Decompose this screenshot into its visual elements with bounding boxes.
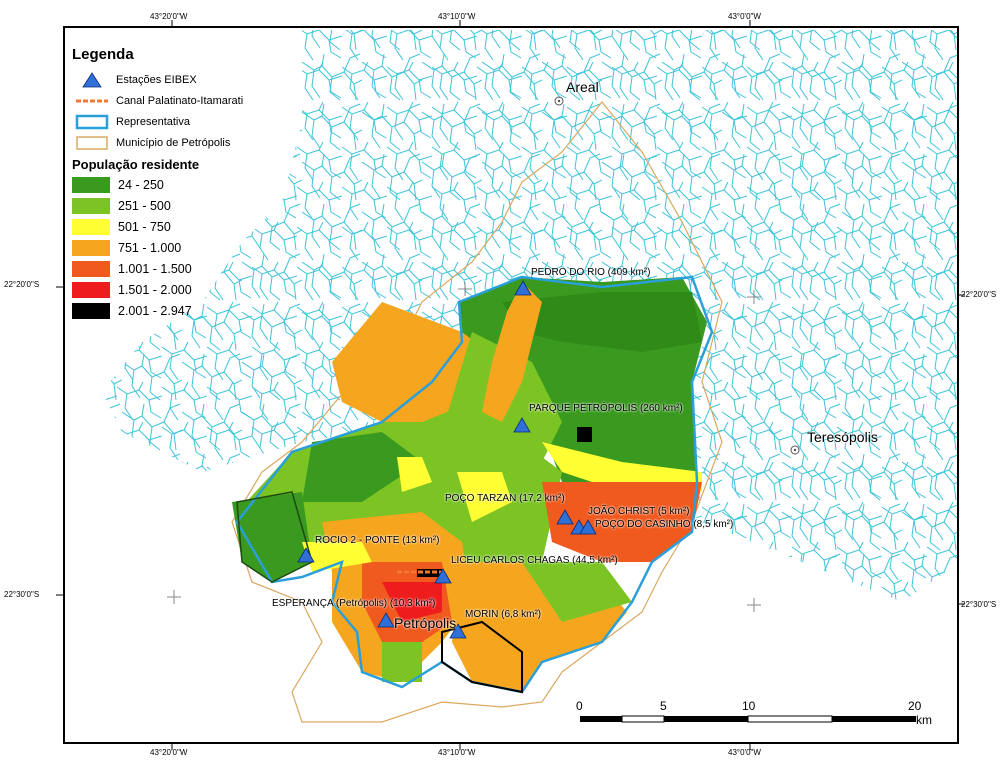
population-class-label: 1.001 - 1.500 [118, 261, 192, 276]
population-class-row: 1.001 - 1.500 [72, 258, 272, 279]
map-canvas[interactable] [65, 28, 959, 744]
coord-bottom-3: 43°0'0"W [728, 748, 761, 757]
city-teresopolis: Teresópolis [807, 429, 878, 445]
population-polygons [232, 277, 707, 692]
population-class-label: 1.501 - 2.000 [118, 282, 192, 297]
station-pedro-do-rio [514, 280, 532, 296]
legend-representativa: Representativa [72, 111, 272, 132]
population-class-label: 501 - 750 [118, 219, 171, 234]
population-class-label: 24 - 250 [118, 177, 164, 192]
scale-tick-10: 10 [742, 699, 756, 713]
label-esperanca: ESPERANÇA (Petrópolis) (10,3 km²) [272, 598, 436, 609]
population-swatch [72, 281, 110, 298]
coord-top-3: 43°0'0"W [728, 12, 761, 21]
population-swatch [72, 176, 110, 193]
coord-bottom-2: 43°10'0"W [438, 748, 476, 757]
label-joao-christ: JOÃO CHRIST (5 km²) [588, 506, 690, 517]
city-petropolis: Petrópolis [394, 615, 457, 631]
station-rocio [297, 547, 315, 563]
label-parque-petropolis: PARQUE PETRÓPOLIS (260 km²) [529, 403, 683, 414]
coord-left-1: 22°20'0"S [4, 280, 40, 289]
population-swatch [72, 302, 110, 319]
station-poco-do-casinho [579, 519, 597, 535]
label-rocio: ROCIO 2 - PONTE (13 km²) [315, 535, 440, 546]
representativa-box-icon [75, 114, 109, 129]
population-class-row: 1.501 - 2.000 [72, 279, 272, 300]
legend-stations: Estações EIBEX [72, 69, 272, 90]
map-frame[interactable]: PEDRO DO RIO (409 km²) PARQUE PETRÓPOLIS… [63, 26, 959, 744]
population-class-row: 24 - 250 [72, 174, 272, 195]
scalebar-graphic [580, 715, 916, 723]
graticule-crosses [167, 282, 761, 612]
canal-line-icon [76, 99, 108, 102]
scalebar: 0 5 10 20 km [576, 699, 932, 729]
legend-municipio: Município de Petrópolis [72, 132, 272, 153]
scale-tick-20: 20 [908, 699, 922, 713]
municipio-box-icon [76, 135, 108, 150]
population-class-row: 251 - 500 [72, 195, 272, 216]
label-morin: MORIN (6,8 km²) [465, 609, 542, 620]
population-swatch [72, 260, 110, 277]
population-class-row: 2.001 - 2.947 [72, 300, 272, 321]
station-liceu [434, 568, 452, 584]
population-class-label: 751 - 1.000 [118, 240, 182, 255]
legend-title: Legenda [72, 46, 134, 63]
station-parque-petropolis [513, 417, 531, 433]
coord-top-2: 43°10'0"W [438, 12, 476, 21]
station-poco-tarzan [556, 509, 574, 525]
population-class-label: 251 - 500 [118, 198, 171, 213]
label-pedro-do-rio: PEDRO DO RIO (409 km²) [531, 267, 651, 278]
population-title: População residente [72, 157, 200, 172]
coord-top-1: 43°20'0"W [150, 12, 188, 21]
label-poco-tarzan: POÇO TARZAN (17,2 km²) [445, 493, 565, 504]
population-swatch [72, 218, 110, 235]
station-esperanca [377, 612, 395, 628]
coord-left-2: 22°30'0"S [4, 590, 40, 599]
label-liceu: LICEU CARLOS CHAGAS (44,5 km²) [451, 555, 618, 566]
city-areal: Areal [566, 79, 599, 95]
population-class-row: 501 - 750 [72, 216, 272, 237]
population-class-row: 751 - 1.000 [72, 237, 272, 258]
legend: Legenda Estações EIBEX Canal Palatinato-… [72, 46, 272, 321]
scale-unit: km [916, 713, 932, 727]
population-swatch [72, 239, 110, 256]
coord-bottom-1: 43°20'0"W [150, 748, 188, 757]
population-classes: 24 - 250 251 - 500 501 - 750 751 - 1.000 1.0… [72, 174, 272, 321]
scale-tick-5: 5 [660, 699, 667, 713]
scale-tick-0: 0 [576, 699, 583, 713]
legend-canal: Canal Palatinato-Itamarati [72, 90, 272, 111]
station-triangle-icon [82, 71, 102, 87]
population-swatch [72, 197, 110, 214]
station-markers[interactable] [297, 280, 597, 639]
city-markers [554, 96, 800, 455]
representativa-outlines [235, 275, 714, 694]
population-class-label: 2.001 - 2.947 [118, 303, 192, 318]
coord-right-1: 22°20'0"S [961, 290, 997, 299]
station-morin [449, 623, 467, 639]
coord-right-2: 22°30'0"S [961, 600, 997, 609]
municipio-outline [231, 101, 723, 723]
label-poco-do-casinho: POÇO DO CASINHO (8,5 km²) [595, 519, 734, 530]
